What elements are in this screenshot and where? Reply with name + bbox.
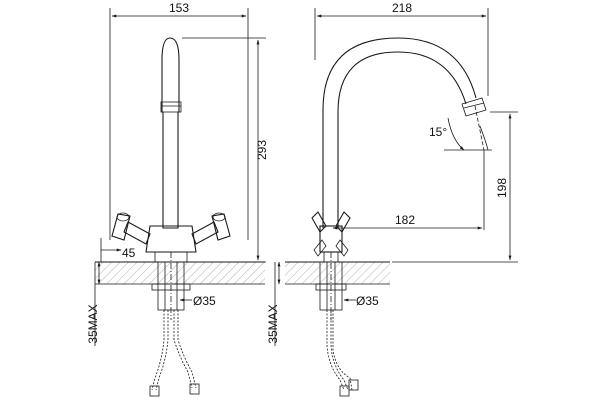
side-view: 218 198 182 15° Ø35 <box>266 1 518 397</box>
front-diameter-label: Ø35 <box>193 294 216 308</box>
side-spout <box>322 37 487 228</box>
side-height-label: 198 <box>495 178 509 198</box>
front-height-dimension: 293 <box>182 37 269 263</box>
side-angle-annotation: 15° <box>429 117 492 151</box>
side-width-label: 218 <box>392 1 412 15</box>
side-reach-dimension: 182 <box>332 150 485 230</box>
front-spout <box>160 37 182 229</box>
front-left-handle <box>111 212 151 245</box>
side-deck <box>285 261 390 285</box>
front-right-handle <box>191 212 231 245</box>
side-angle-label: 15° <box>429 125 447 139</box>
front-width-label: 153 <box>169 1 189 15</box>
front-deck-thickness-label: 35MAX <box>86 304 100 343</box>
side-reach-label: 182 <box>395 213 415 227</box>
front-width-dimension: 153 <box>109 1 249 240</box>
front-diameter-annotation: Ø35 <box>179 294 216 308</box>
side-hoses <box>326 310 359 397</box>
front-hoses <box>149 310 200 397</box>
side-height-dimension: 198 <box>392 111 518 263</box>
front-deck <box>95 261 265 285</box>
side-mount <box>315 252 347 320</box>
side-width-dimension: 218 <box>314 1 489 96</box>
side-handles <box>311 211 351 257</box>
front-mount <box>151 252 191 320</box>
side-diameter-annotation: Ø35 <box>343 294 379 308</box>
side-deck-thickness-dimension: 35MAX <box>266 261 281 346</box>
side-diameter-label: Ø35 <box>356 294 379 308</box>
side-deck-thickness-label: 35MAX <box>266 304 280 343</box>
front-view: 153 293 45 Ø35 35MAX <box>86 1 269 397</box>
front-lever-dimension: 45 <box>100 238 136 262</box>
front-deck-thickness-dimension: 35MAX <box>86 261 101 346</box>
front-height-label: 293 <box>255 140 269 160</box>
front-lever-offset-label: 45 <box>122 246 136 260</box>
